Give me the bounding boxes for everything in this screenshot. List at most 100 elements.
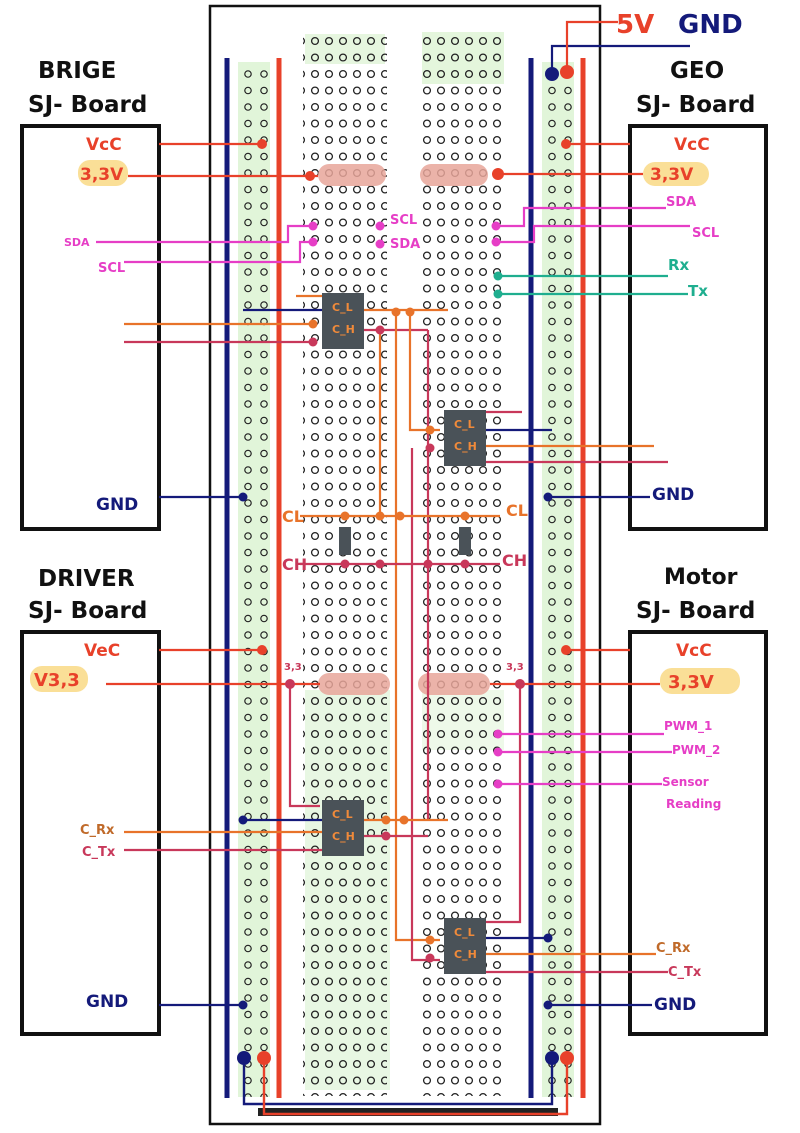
chip-ch-label: C_H	[332, 323, 355, 336]
left-rail-holes	[236, 62, 268, 1097]
bottom-right-gnd-node	[545, 1051, 559, 1065]
can-transceiver-chip: C_L C_H	[444, 918, 486, 974]
driver-gnd-label: GND	[86, 992, 128, 1012]
resistor-left	[339, 527, 351, 555]
motor-pwm2-label: PWM_2	[672, 743, 720, 758]
can-transceiver-chip: C_LC_H	[444, 410, 486, 466]
ch-mid-node	[375, 559, 385, 569]
geo-subtitle: SJ- Board	[636, 92, 755, 118]
cl-res-left-node	[340, 511, 350, 521]
chip3-ch-node	[381, 831, 391, 841]
geo-v33-label: 3,3V	[650, 165, 694, 185]
chip3-cl-node	[381, 815, 391, 825]
top-gnd-wire	[550, 44, 690, 74]
motor-pwm2-node	[493, 747, 503, 757]
bb-ch-right-label: CH	[502, 551, 527, 570]
geo-v33-node	[492, 168, 504, 180]
geo-board-box	[628, 124, 768, 531]
bridge-v33-highlight	[78, 160, 128, 186]
motor-vcc-node	[561, 645, 571, 655]
chip4-cl-node	[425, 935, 435, 945]
motor-subtitle: SJ- Board	[636, 598, 755, 624]
motor-crx-label: C_Rx	[656, 941, 691, 956]
motor-gnd-label: GND	[654, 995, 696, 1015]
bottom-bus-bar	[258, 1108, 558, 1116]
chip-cl-label: C_L	[332, 808, 353, 821]
driver-v33-node	[285, 679, 295, 689]
can-transceiver-chip: C_L C_H	[322, 800, 364, 856]
v33-highlights	[30, 160, 740, 694]
motor-v33-node	[515, 679, 525, 689]
geo-rx-node	[493, 271, 503, 281]
geo-vcc-node	[561, 139, 571, 149]
bridge-vcc-node	[257, 139, 267, 149]
top-5v-wire	[565, 20, 618, 70]
geo-rx-label: Rx	[668, 256, 690, 274]
ch-mid-node-2	[423, 559, 433, 569]
bridge-v33-node	[305, 171, 315, 181]
geo-gnd-label: GND	[652, 485, 694, 505]
chip1-cl-node-2	[405, 307, 415, 317]
geo-v33-highlight	[643, 162, 709, 186]
top-gnd-node	[545, 67, 559, 81]
chip3-gnd-node	[238, 815, 248, 825]
motor-pwm1-label: PWM_1	[664, 719, 712, 734]
geo-sda-wire	[496, 206, 666, 228]
v33-bar-top-left	[318, 164, 386, 186]
chip-ch-label: C_H	[454, 948, 477, 961]
geo-title: GEO	[670, 58, 724, 84]
bridge-scl-node	[308, 237, 318, 247]
motor-title: Motor	[664, 565, 738, 590]
chip-body	[444, 410, 486, 466]
bridge-sda-node	[308, 221, 318, 231]
geo-scl-label: SCL	[692, 226, 719, 241]
chip-cl-label: C_L	[454, 418, 475, 431]
chip-body	[444, 918, 486, 974]
motor-sensor-node	[493, 779, 503, 789]
motor-reading-label: Reading	[666, 797, 721, 811]
bridge-sda-label: SDA	[64, 236, 90, 249]
can-transceiver-chip: C_LC_H	[322, 293, 364, 349]
bb-scl-node	[375, 221, 385, 231]
chip-ch-label: C_H	[332, 830, 355, 843]
ch-res-left-node	[340, 559, 350, 569]
chip-cl-label: C_L	[454, 926, 475, 939]
driver-v33-highlight	[30, 666, 88, 692]
driver-gnd-node	[238, 1000, 248, 1010]
chip1-tx-node	[308, 337, 318, 347]
chip1-rx-node	[308, 319, 318, 329]
driver-vcc-label: VeC	[84, 641, 120, 661]
v33-bar-bottom-left	[318, 673, 390, 695]
bb-v33-right-label: 3,3	[506, 662, 524, 673]
bb-sda-node	[375, 239, 385, 249]
motor-v33-label: 3,3V	[668, 672, 714, 693]
driver-title: DRIVER	[38, 566, 135, 592]
canl-bus-vertical	[394, 312, 440, 942]
v33-bars	[318, 164, 490, 695]
labels: 5V GND BRIGE SJ- Board VcC 3,3V SDA SCL …	[28, 10, 755, 1015]
driver-ctx-label: C_Tx	[82, 845, 116, 860]
ch-res-right-node	[460, 559, 470, 569]
motor-board-box	[628, 630, 768, 1036]
bb-sda-label: SDA	[390, 237, 420, 252]
motor-v33-to-chip4	[486, 684, 522, 924]
chip2-cl-node	[425, 425, 435, 435]
bb-v33-left-label: 3,3	[284, 662, 302, 673]
geo-sda-node	[491, 221, 501, 231]
bridge-scl-label: SCL	[98, 261, 125, 276]
cl-mid-node-2	[395, 511, 405, 521]
geo-tx-node	[493, 289, 503, 299]
geo-gnd-node	[543, 492, 553, 502]
bridge-subtitle: SJ- Board	[28, 92, 147, 118]
chip1-ch-node	[375, 325, 385, 335]
geo-tx-label: Tx	[688, 282, 708, 300]
bottom-vcc-loop	[262, 1060, 569, 1116]
bridge-gnd-node	[238, 492, 248, 502]
top-5v-node	[560, 65, 574, 79]
bridge-gnd-label: GND	[96, 495, 138, 515]
geo-sda-label: SDA	[666, 195, 696, 210]
bottom-gnd-loop	[242, 1060, 554, 1106]
geo-vcc-label: VcC	[674, 135, 710, 155]
geo-scl-node	[491, 237, 501, 247]
bridge-board-box	[20, 124, 161, 531]
